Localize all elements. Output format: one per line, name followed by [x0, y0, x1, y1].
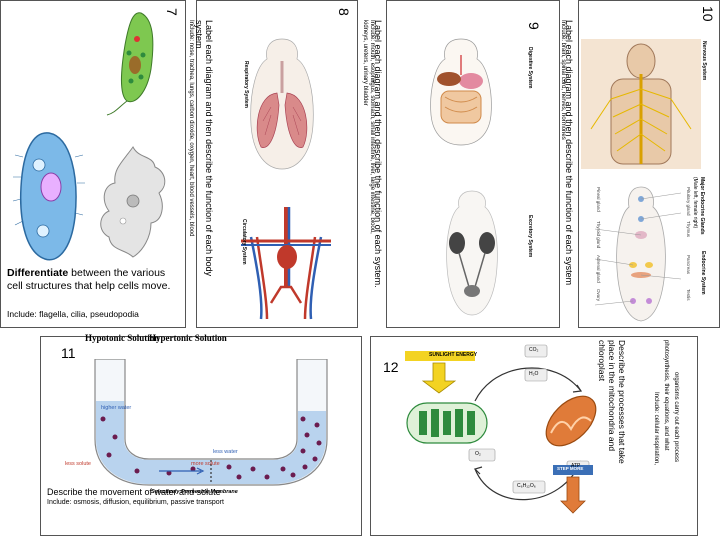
more-solute-label: more solute	[191, 461, 220, 467]
nervous-system-figure	[581, 39, 701, 169]
hypertonic-label: Hypertonic Solution	[149, 333, 227, 343]
panel-9-include-1: Include: mouth, esophagus, stomach, smal…	[369, 20, 375, 234]
step-label: STEP MORE	[557, 466, 584, 471]
gland-label: Pituitary gland	[686, 187, 691, 216]
o2-label: O₂	[475, 451, 481, 457]
panel-9-include-2: kidneys, ureters, urinary bladder	[362, 20, 368, 106]
panel-7-include: Include: flagella, cilia, pseudopodia	[7, 309, 139, 319]
excretory-title: Excretory System	[527, 215, 533, 258]
endocrine-system-figure	[594, 186, 682, 322]
panel-12-include-3: organisms carry out each process	[673, 372, 679, 463]
panel-12: 12 SUNLIGHT ENERGY CO₂ H₂O O₂ C₆H₁₂O₆ AT…	[370, 336, 698, 536]
panel-12-caption-3: chloroplast	[597, 340, 607, 382]
panel-11-caption: Describe the movement of water and solut…	[47, 487, 221, 497]
glucose-label: C₆H₁₂O₆	[517, 483, 536, 489]
u-tube-osmosis-figure	[94, 359, 328, 486]
gland-label: Testis	[686, 289, 691, 301]
panel-12-caption-2: place in the mitochondria and	[607, 340, 617, 452]
hypotonic-label: Hypotonic Solution	[85, 333, 160, 343]
panel-7-question: Differentiate between the various cell s…	[7, 267, 171, 292]
panel-11: 11 Hypotonic Solution Hypertonic Solutio…	[40, 333, 362, 536]
panel-9: Digestive System Excretory System	[386, 0, 560, 328]
co2-label: CO₂	[529, 347, 539, 353]
panel-8-instruction-2: system	[194, 20, 204, 49]
panel-12-number: 12	[383, 359, 399, 375]
excretory-system-figure	[446, 190, 498, 316]
panel-12-caption-1: Describe the processes that take	[617, 340, 627, 464]
panel-8-number: 8	[336, 8, 352, 16]
panel-8: Respiratory System Circulatory System	[196, 0, 358, 328]
endocrine-header: Major Endocrine Glands	[699, 177, 705, 235]
less-water-label: less water	[213, 449, 238, 455]
panel-8-instruction-1: Label each diagram and then describe the…	[204, 20, 214, 277]
digestive-system-figure	[430, 38, 492, 146]
gland-label: Adrenal gland	[596, 255, 601, 283]
atp-label: ATP	[571, 463, 581, 469]
gland-label: Ovary	[596, 289, 601, 302]
panel-12-include-2: photosynthesis, their equations, and wha…	[663, 340, 669, 451]
panel-10-number: 10	[700, 6, 716, 22]
panel-7-number: 7	[164, 8, 180, 16]
circulatory-title: Circulatory System	[241, 219, 247, 265]
panel-10: Nervous System Major Endocrine Glands (M…	[578, 0, 720, 328]
panel-9-number: 9	[526, 22, 542, 30]
amoeba-figure	[100, 146, 166, 258]
circulatory-system-figure	[241, 207, 331, 320]
panel-10-include: Include: brain, spinal cord, nerves, hor…	[560, 20, 566, 140]
panel-11-number: 11	[61, 345, 76, 361]
gland-labels	[579, 1, 580, 2]
panel-11-include: Include: osmosis, diffusion, equilibrium…	[47, 499, 224, 506]
panel-7: Differentiate between the various cell s…	[0, 0, 186, 328]
respiratory-title: Respiratory System	[243, 61, 249, 108]
higher-water-label: higher water	[101, 405, 132, 411]
membrane-label: Selectively Permeable Membrane	[151, 489, 238, 495]
photosynthesis-respiration-cycle	[405, 344, 597, 514]
euglena-figure	[106, 12, 154, 116]
gland-label: Thyroid gland	[596, 221, 601, 249]
panel-12-include-1: Include: cellular respiration,	[653, 392, 659, 466]
paramecium-figure	[12, 132, 85, 261]
gland-label: Pineal gland	[596, 187, 601, 212]
sunlight-label: SUNLIGHT ENERGY	[429, 352, 478, 358]
endocrine-subheader: (Male left, female right)	[692, 177, 698, 229]
less-solute-label: less solute	[65, 461, 91, 467]
digestive-title: Digestive System	[527, 47, 533, 89]
nervous-title: Nervous System	[701, 41, 707, 81]
respiratory-system-figure	[250, 38, 314, 170]
h2o-label: H₂O	[529, 371, 539, 377]
panel-8-include: Include: nose, trachea, lungs, carbon di…	[188, 20, 194, 237]
gland-label: Thymus	[686, 221, 691, 238]
endocrine-title: Endocrine System	[700, 251, 706, 295]
gland-label: Pancreas	[686, 255, 691, 275]
